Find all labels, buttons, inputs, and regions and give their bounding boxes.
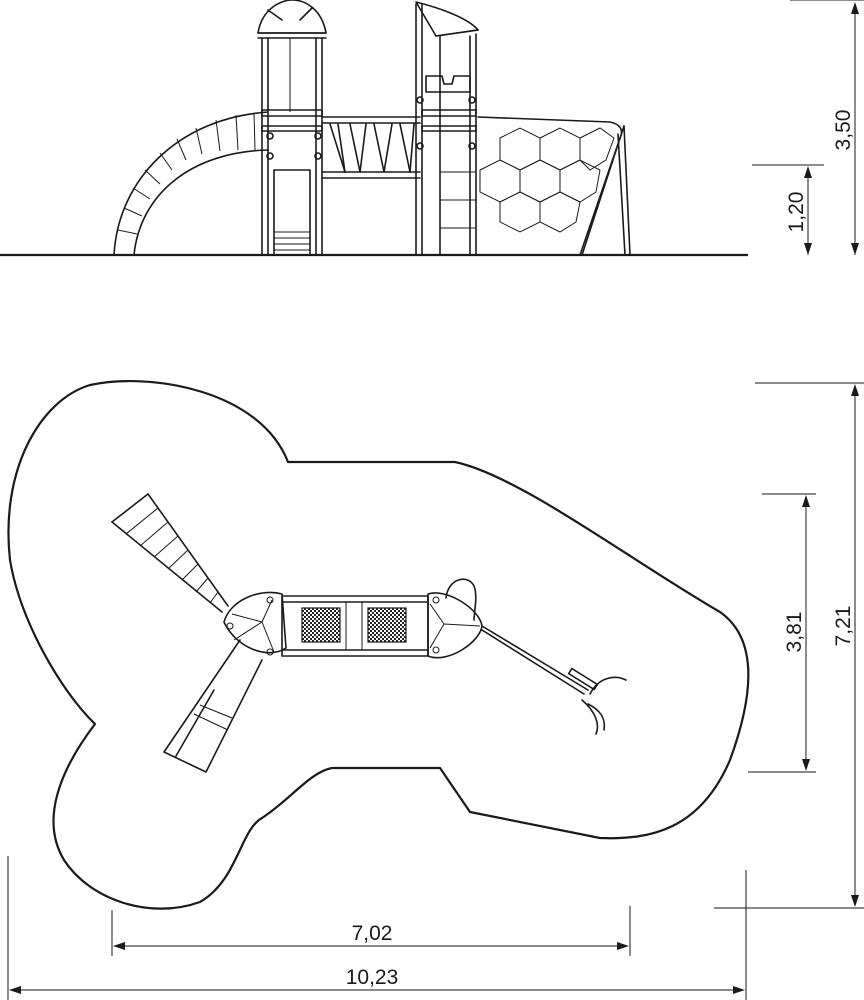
equipment-width-label: 7,02 — [352, 922, 393, 945]
hex-net — [477, 116, 631, 256]
platform-height-label: 1,20 — [785, 192, 808, 233]
plan-right-tower — [427, 578, 483, 659]
plan-slide — [163, 639, 263, 773]
overall-width-label: 10,23 — [346, 966, 399, 989]
total-height-label: 3,50 — [832, 110, 855, 151]
plan-view: 7,21 3,81 7,02 10,23 — [7, 380, 864, 1000]
overall-depth-label: 7,21 — [832, 606, 855, 647]
equipment-depth-label: 3,81 — [783, 612, 806, 653]
plan-net-anchor — [481, 625, 627, 735]
plan-dimensions: 7,21 3,81 7,02 10,23 — [7, 382, 864, 1000]
safety-zone-outline — [7, 380, 750, 910]
deck-mesh-panel — [301, 607, 341, 643]
deck-mesh-panel — [367, 607, 407, 643]
elevation-view: 3,50 1,20 — [0, 0, 864, 257]
plan-bridge — [281, 595, 429, 657]
plan-ladder — [111, 493, 229, 613]
elevation-dimensions: 3,50 1,20 — [752, 0, 864, 255]
plan-left-tower — [223, 591, 287, 656]
bridge — [321, 116, 421, 179]
left-tower — [257, 0, 327, 256]
right-tower — [415, 1, 479, 256]
arch-climber — [113, 111, 269, 256]
